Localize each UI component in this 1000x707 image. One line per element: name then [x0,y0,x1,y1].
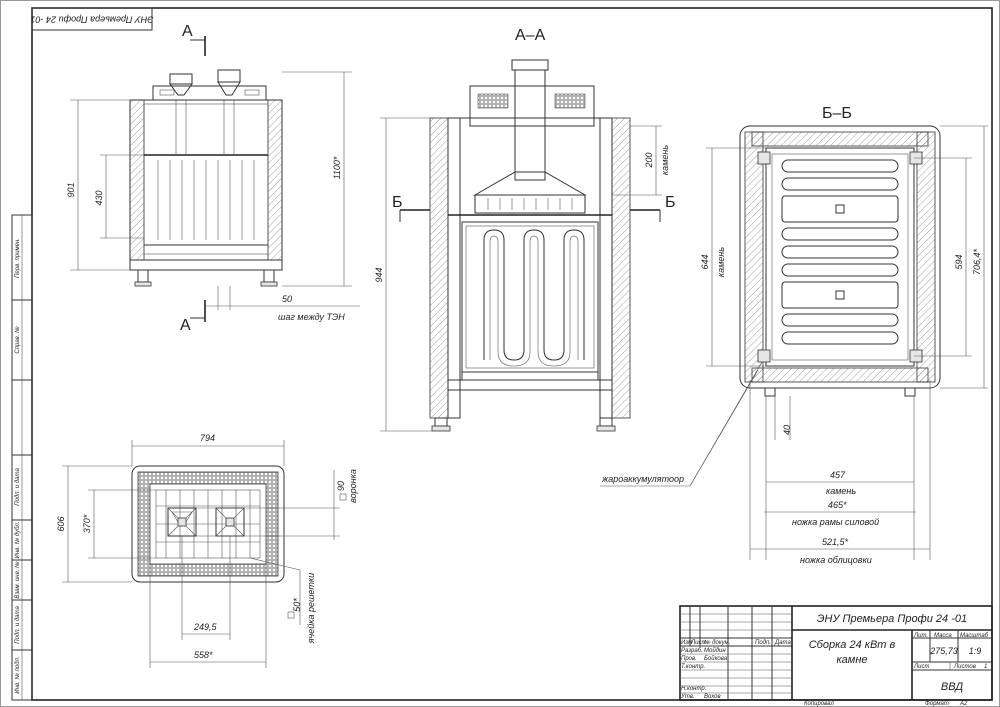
dim-644: 644 [700,254,710,269]
section-marker-b-right: Б [665,194,676,211]
tb-scale-value: 1:9 [969,646,982,656]
tb-prov-name: Бойкова [704,655,728,662]
dim-249-5: 249,5 [193,622,218,632]
side-strip-item: Справ. № [14,326,21,354]
note-stone-aa: камень [660,145,670,175]
tb-sheet-label: Лист [913,664,929,670]
dim-901: 901 [66,182,76,197]
dim-465: 465* [828,500,847,510]
tb-sheets-value: 1 [984,664,987,670]
dim-457: 457 [830,470,846,480]
tb-col-list: Лист [690,640,706,646]
tb-scale-label: Масштаб [960,633,989,639]
dim-50-cell: 50* [292,598,302,612]
dim-521-5: 521,5* [822,537,849,547]
top-stamp: ЭНУ Премьера Профи 24 -01 [31,7,154,31]
tb-name-line2: камне [836,654,867,666]
dim-200: 200 [644,152,654,168]
note-stone-457: камень [826,486,856,496]
tb-col-doc: № докум. [704,639,730,646]
dim-50-step: 50 [282,294,292,304]
tb-prov-label: Пров. [681,656,697,662]
dim-90: 90 [336,481,346,491]
tb-razrab-label: Разраб. [681,648,703,654]
side-strip-item: Перв. примен. [15,238,21,278]
section-aa-title: А–А [515,27,546,44]
side-strip-item: Подп. и дата [15,606,21,644]
dim-944: 944 [374,267,384,282]
dim-558: 558* [194,650,213,660]
note-stone-644: камень [716,247,726,277]
note-funnel: воронка [348,469,358,503]
tb-col-data: Дата [774,640,791,646]
note-step-between-heaters: шаг между ТЭН [278,312,345,322]
tb-mass-value: 275,73 [929,646,958,656]
dim-706-4: 706,4* [972,248,982,275]
dim-606: 606 [56,516,66,531]
tb-mass-label: Масса [934,633,952,639]
tb-col-izm: Изм [681,640,692,646]
tb-org: ВВД [941,681,963,693]
tb-nkontr-label: Н.контр. [681,686,706,692]
dim-40: 40 [782,425,792,435]
note-power-frame-leg: ножка рамы силовой [792,517,879,527]
section-aa: А–А [374,27,676,432]
side-strip: Перв. примен. Справ. № Подп. и дата Инв.… [11,214,33,701]
section-bb: Б–Б [600,105,988,565]
tb-lit-label: Лит. [913,633,928,639]
note-grid-cell: ячейка решетки [306,573,316,644]
dim-794: 794 [200,433,215,443]
side-strip-item: Взам. инв. № [14,561,21,599]
section-bb-title: Б–Б [822,105,852,122]
tb-format-value: A2 [959,701,968,707]
title-block: Изм Лист № докум. Подп. Дата Разраб. Мой… [679,605,993,707]
tb-name-line1: Сборка 24 кВт в [809,639,896,651]
front-view: А А [66,23,360,334]
note-heat-accumulator: жароаккумулятоор [601,474,684,484]
tb-copied: Копировал [804,701,834,707]
tb-tkontr-label: Т.контр. [681,664,705,670]
top-stamp-text: ЭНУ Премьера Профи 24 -01 [31,15,154,25]
side-strip-item: Подп. и дата [15,468,21,506]
side-strip-item: Инв. № дубл. [14,522,21,559]
dim-430: 430 [94,190,104,205]
note-cladding-leg: ножка облицовки [800,555,872,565]
dim-594: 594 [954,254,964,269]
side-strip-item: Инв. № подл. [14,656,21,693]
tb-col-podp: Подп. [755,640,771,646]
tb-designation: ЭНУ Премьера Профи 24 -01 [817,613,967,625]
section-marker-a-top: А [182,23,193,40]
tb-format: Формат [925,701,949,707]
section-marker-a-bottom: А [180,317,191,334]
tb-razrab-name: Мойдин [704,647,726,654]
tb-utv-name: Вохов [704,694,721,700]
tb-utv-label: Утв. [680,694,695,700]
dim-370: 370* [82,514,92,533]
top-view: 794 606 370* 90 воронка 249,5 558* 50* я… [56,433,358,668]
dim-1100: 1100* [332,156,342,179]
tb-sheets-label: Листов [953,664,976,670]
section-marker-b-left: Б [392,194,403,211]
